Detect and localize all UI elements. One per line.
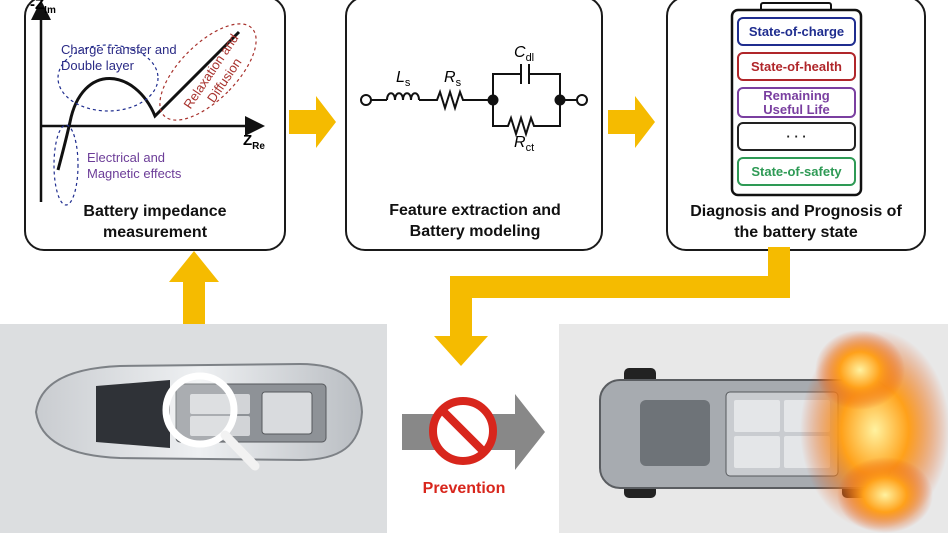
arrow-diagnosis-to-prevention (434, 247, 790, 366)
capacitor-cdl (520, 64, 530, 84)
terminal-left (360, 94, 372, 106)
fire-flames (837, 457, 933, 533)
wire (529, 73, 561, 100)
motor-assembly (640, 400, 710, 466)
resistor-rct (492, 100, 561, 138)
x-axis-label: ZRe (243, 132, 265, 153)
charge-transfer-label: Charge transfer and Double layer (61, 42, 177, 73)
magnifier-handle (220, 430, 260, 471)
prevention-symbol (402, 394, 545, 470)
impedance-title: Battery impedance measurement (83, 203, 227, 241)
flow-arrows (169, 96, 790, 366)
state-of-health-box: State-of-health (737, 52, 856, 81)
electrical-label: Electrical and Magnetic effects (87, 150, 182, 181)
fire-flames (815, 330, 905, 410)
arrow-feature-to-diagnosis (608, 96, 655, 148)
electrical-region (53, 124, 79, 206)
ellipsis-box: · · · (737, 122, 856, 151)
battery-module (261, 391, 313, 435)
resistor-rs (419, 88, 493, 112)
ls-label: Ls (396, 69, 411, 90)
nyquist-plot (31, 0, 265, 206)
charge-transfer-region (57, 44, 159, 112)
diagnosis-title: Diagnosis and Prognosis of the battery s… (690, 203, 902, 241)
remaining-useful-life-box: Remaining Useful Life (737, 87, 856, 118)
arrow-impedance-to-feature (289, 96, 336, 148)
rct-label: Rct (514, 134, 535, 155)
burning-chassis-photo (559, 324, 948, 533)
equivalent-circuit (360, 64, 588, 138)
no-sign-bar (439, 407, 487, 455)
terminal-right (576, 94, 588, 106)
inductor-ls (386, 92, 420, 101)
ev-car-photo (0, 324, 387, 533)
car-windshield (96, 380, 170, 448)
rs-label: Rs (444, 69, 462, 90)
arrow-car-to-measurement (169, 251, 219, 362)
battery-module (734, 400, 780, 432)
magnifier-lens (162, 372, 238, 448)
impedance-curve (56, 30, 241, 171)
battery-module (734, 436, 780, 468)
prevention-label: Prevention (422, 480, 506, 497)
feature-title: Feature extraction and Battery modeling (389, 202, 561, 240)
cdl-label: Cdl (514, 44, 535, 65)
wire (492, 73, 521, 100)
state-of-charge-box: State-of-charge (737, 17, 856, 46)
state-of-safety-box: State-of-safety (737, 157, 856, 186)
y-axis-label: -ZIm (30, 0, 56, 16)
